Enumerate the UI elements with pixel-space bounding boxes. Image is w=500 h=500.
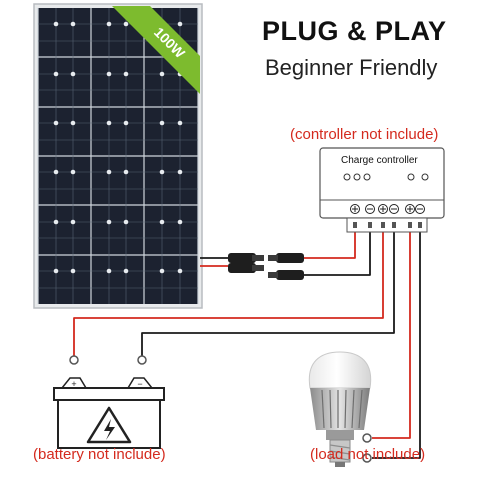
light-bulb-icon (308, 351, 372, 467)
load-ring-terminals (362, 433, 372, 463)
page-title: PLUG & PLAY (262, 16, 447, 46)
charge-controller-icon (319, 147, 445, 233)
controller-label: Charge controller (341, 155, 418, 166)
battery-note: (battery not include) (33, 446, 166, 463)
load-note: (load not include) (310, 446, 426, 463)
battery-ring-terminals (69, 355, 147, 365)
mc4-connector-icon (228, 253, 304, 280)
battery-icon: + − (53, 377, 165, 449)
panel-cables (200, 257, 228, 267)
controller-note: (controller not include) (290, 126, 439, 143)
page-subtitle: Beginner Friendly (265, 55, 438, 80)
svg-text:−: − (137, 379, 142, 389)
electric-warning-icon (86, 406, 132, 444)
wires (73, 226, 421, 459)
svg-text:+: + (71, 379, 76, 389)
